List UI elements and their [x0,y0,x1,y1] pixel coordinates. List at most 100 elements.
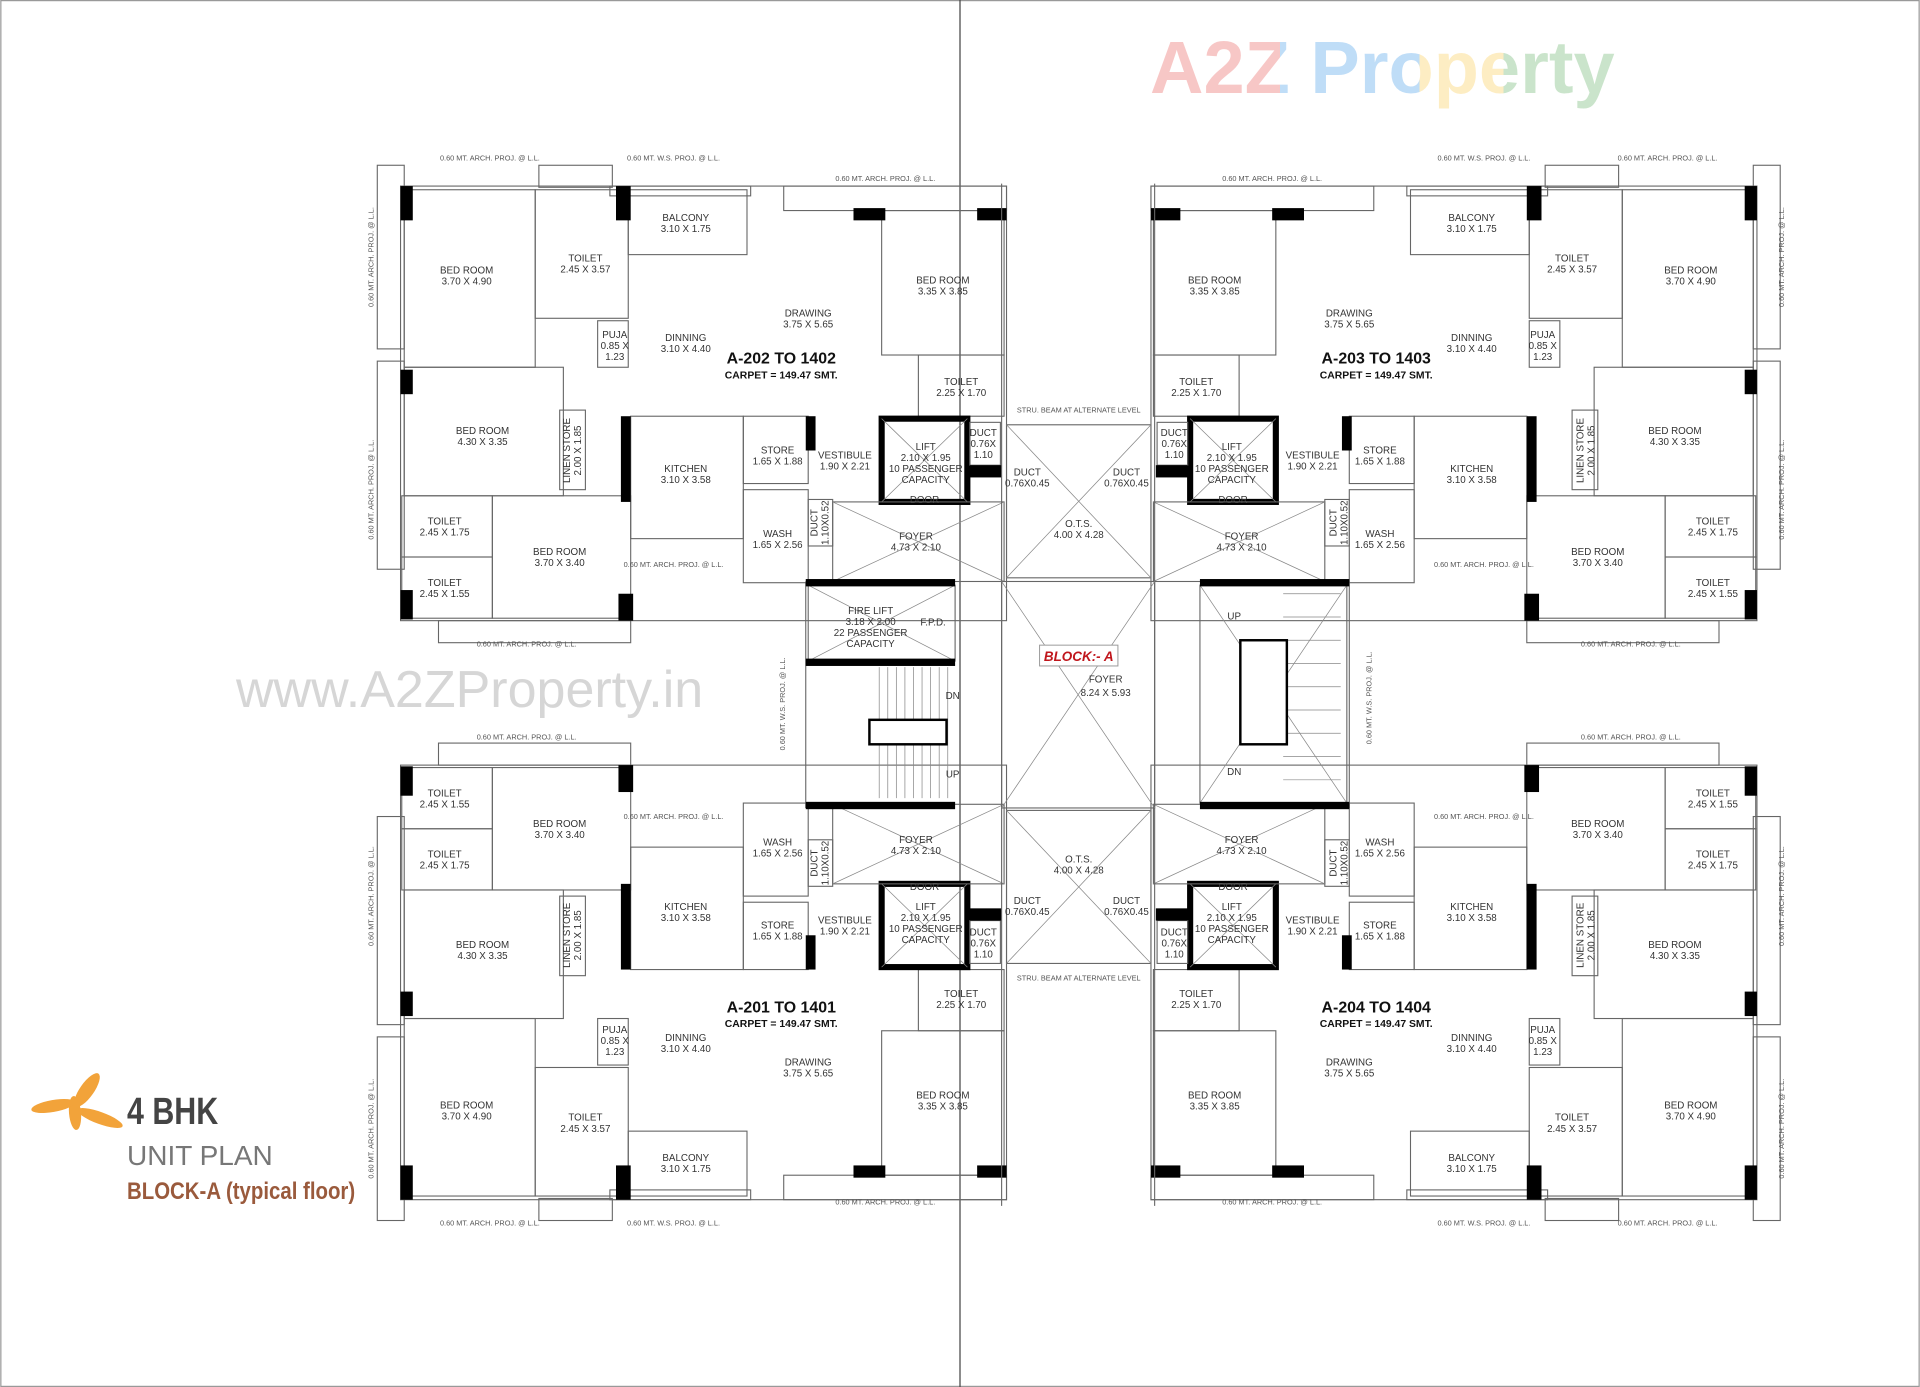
room-label-duct-line: 0.76X [970,439,996,450]
column [1341,935,1352,970]
room-outline [559,895,586,977]
room-label-lift-line: 10 PASSENGER [889,464,963,475]
duct-label-line: DUCT [1113,468,1140,479]
room-label-duct-line: 0.76X [1161,938,1187,949]
room-label-bed-room-line: BED ROOM [1664,266,1717,277]
column [1150,1165,1181,1178]
room-label-duct-line: 1.10X0.52 [1339,500,1350,545]
exterior-wall [1526,742,1720,766]
flower-logo-icon [31,1073,123,1130]
room-label-puja-line: 1.23 [1533,1047,1553,1058]
room-label-kitchen-line: 3.10 X 3.58 [1447,475,1498,486]
watermark-brand: A2Z Property [1150,28,1615,108]
column [1155,465,1188,478]
column [1272,1165,1304,1178]
projection-label: 0.60 MT. ARCH. PROJ. @ L.L. [1777,440,1786,540]
room-label-bed-room-line: BED ROOM [1188,1091,1241,1102]
room-label-door-line: DOOR [1218,495,1247,506]
room-label-store-line: 1.65 X 1.88 [1355,932,1406,943]
room-outline [1528,320,1561,368]
column [1526,883,1537,970]
room-label-toilet-line: TOILET [1696,517,1730,528]
room-outline [597,1017,629,1066]
cross-line [1189,883,1277,968]
core-wall-thick [805,801,956,810]
unit-title: A-203 TO 1403 [1322,351,1432,368]
room-label-linen-store-line: LINEN STORE [1576,902,1587,968]
column [969,465,1002,478]
column [616,186,631,221]
exterior-wall [609,185,752,197]
room-label-linen-store-line: LINEN STORE [1576,418,1587,484]
room-label-kitchen-line: KITCHEN [664,902,707,913]
stair-up-label: UP [1227,611,1241,622]
cross-line [1001,581,1155,809]
cross-line [808,584,956,662]
room-label-bed-room-line: 3.70 X 4.90 [442,1112,493,1123]
room-outline [1348,802,1415,897]
room-label-bed-room-line: 3.70 X 3.40 [1573,830,1624,841]
duct-label-line: DUCT [1113,896,1140,907]
ots-label-line: 4.00 X 4.28 [1054,530,1105,541]
column [400,991,413,1017]
column [1155,908,1188,921]
room-label-wash-line: WASH [1365,529,1394,540]
room-label-toilet-line: 2.45 X 3.57 [1547,1124,1597,1135]
projection-label: 0.60 MT. ARCH. PROJ. @ L.L. [367,207,376,307]
room-label-toilet-line: 2.25 X 1.70 [936,388,987,399]
room-label-linen-store-line: 2.00 X 1.85 [573,910,584,961]
room-label-bed-room-line: BED ROOM [1664,1100,1717,1111]
room-label-vestibule-line: VESTIBULE [1286,916,1340,927]
exterior-wall [437,620,632,644]
room-label-kitchen-line: KITCHEN [1450,464,1493,475]
projection-label: 0.60 MT. ARCH. PROJ. @ L.L. [624,560,724,569]
room-label-foyer-line: FOYER [1225,531,1259,542]
room-label-bed-room-line: 4.30 X 3.35 [1650,437,1701,448]
core-wall-thick [1199,801,1350,810]
room-label-duct-line: 1.10 [1165,450,1185,461]
room-outline [742,802,809,897]
room-label-lift-line: 10 PASSENGER [1195,464,1269,475]
stair-dn-label: DN [946,691,960,702]
projection-label: 0.60 MT. ARCH. PROJ. @ L.L. [367,846,376,946]
cross-line [1153,501,1325,582]
room-label-puja-line: 1.23 [1533,352,1553,363]
room-outline [1409,1130,1530,1197]
room-outline [627,1130,748,1197]
projection-label: 0.60 MT. ARCH. PROJ. @ L.L. [1581,732,1681,741]
core-wall-thick [805,658,956,666]
room-label-store-line: STORE [761,921,795,932]
room-label-store-line: 1.65 X 1.88 [753,457,804,468]
column [805,416,816,451]
room-label-puja-line: PUJA [602,330,627,341]
room-label-wash-line: 1.65 X 2.56 [753,540,804,551]
room-label-linen-store-line: 2.00 X 1.85 [1587,910,1598,961]
room-label-dinning-line: DINNING [665,1033,706,1044]
room-label-bed-room-line: BED ROOM [1648,426,1701,437]
room-label-duct-line: DUCT [970,428,997,439]
room-label-lift-line: CAPACITY [902,475,951,486]
cross-line [881,418,968,503]
projection-label: 0.60 MT. ARCH. PROJ. @ L.L. [1618,1218,1718,1227]
